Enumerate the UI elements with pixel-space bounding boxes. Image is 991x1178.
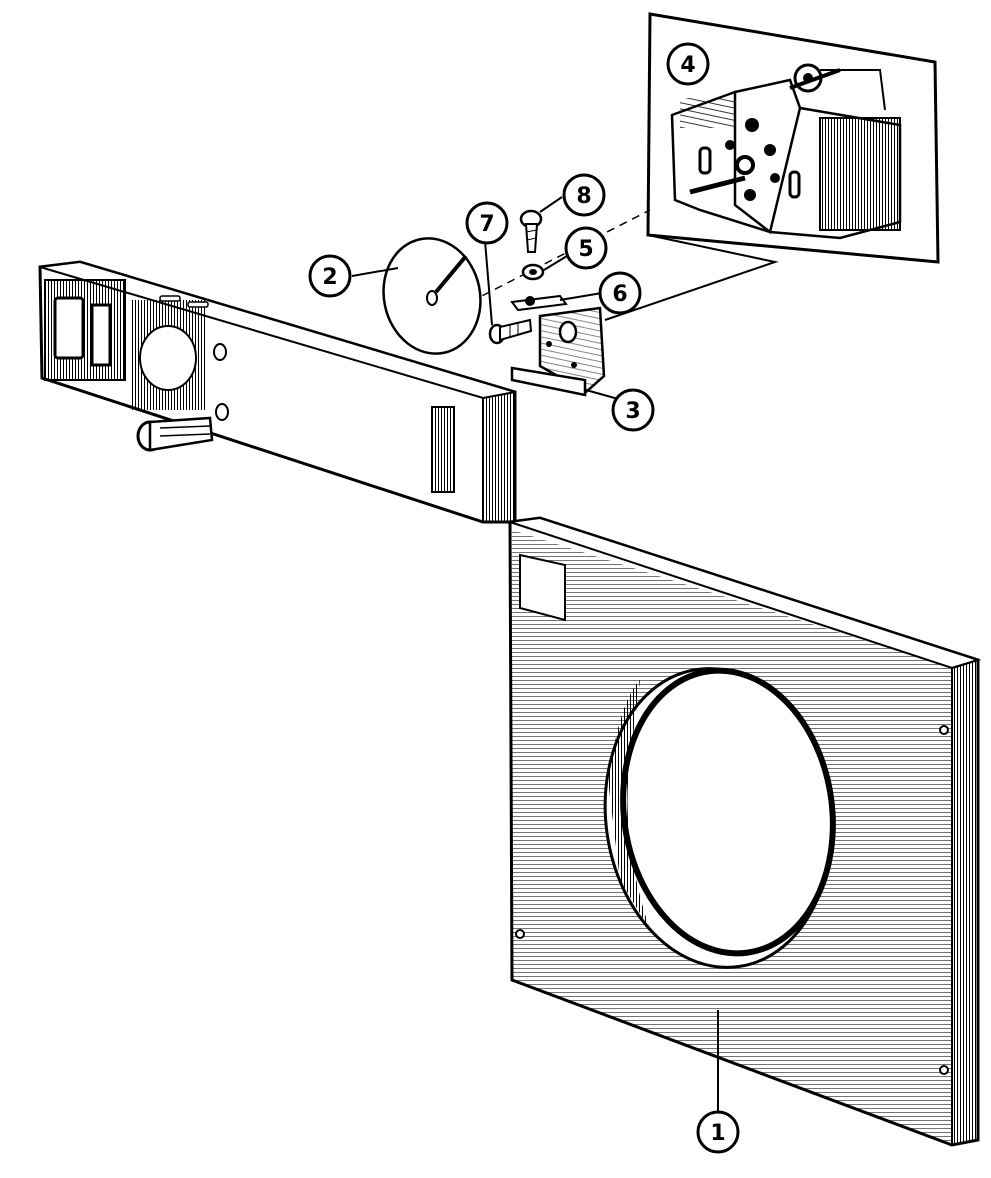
- callout-6: 6: [598, 271, 642, 315]
- callout-7: 7: [465, 201, 509, 245]
- callout-3: 3: [611, 388, 655, 432]
- callout-2: 2: [308, 254, 352, 298]
- control-panel-icon: [38, 260, 517, 524]
- screw-icon: [519, 209, 543, 253]
- callout-8: 8: [562, 173, 606, 217]
- screw-icon: [488, 318, 533, 345]
- timer-switch-icon: [670, 63, 902, 240]
- callout-label: 4: [680, 53, 695, 78]
- callout-1: 1: [696, 1110, 740, 1154]
- callout-label: 6: [612, 282, 627, 307]
- callout-label: 5: [578, 237, 593, 262]
- callout-label: 2: [322, 265, 337, 290]
- timer-switch-inset: [604, 12, 940, 321]
- callout-5: 5: [564, 226, 608, 270]
- knob-icon: [136, 416, 214, 452]
- clip-icon: [510, 294, 568, 312]
- callout-label: 7: [479, 212, 494, 237]
- callout-label: 3: [625, 399, 640, 424]
- callout-label: 8: [576, 184, 591, 209]
- callout-4: 4: [666, 42, 710, 86]
- callout-label: 1: [710, 1121, 725, 1146]
- front-panel-icon: [508, 516, 982, 1147]
- mounting-bracket-icon: [510, 306, 606, 397]
- dial-disc-icon: [382, 237, 482, 355]
- washer-icon: [521, 263, 545, 281]
